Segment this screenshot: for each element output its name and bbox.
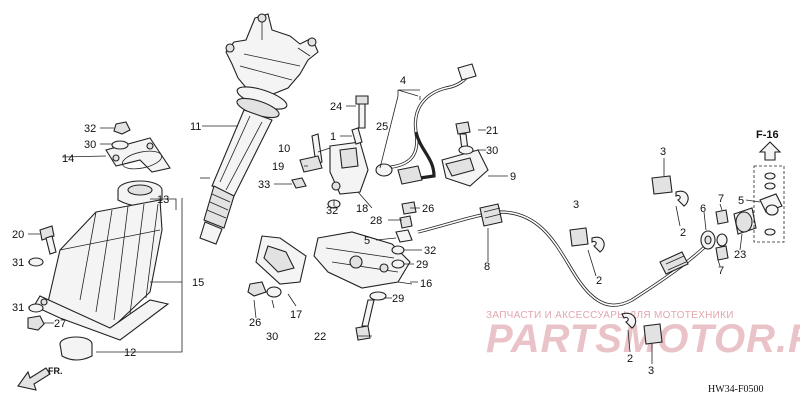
watermark: ЗАПЧАСТИ И АКСЕССУАРЫ ДЛЯ МОТОТЕХНИКИ PA… [486, 310, 800, 361]
leader-lines [28, 89, 761, 364]
callout-2-upper: 2 [680, 227, 686, 239]
callout-7-upper: 7 [718, 193, 724, 205]
callout-11: 11 [190, 121, 201, 133]
callout-32-switch: 32 [424, 245, 436, 257]
callout-10: 10 [278, 143, 290, 155]
callout-1: 1 [330, 131, 336, 143]
callout-17: 17 [290, 309, 302, 321]
callout-28: 28 [370, 215, 382, 227]
callout-25: 25 [376, 121, 388, 133]
callout-30-lower: 30 [266, 331, 278, 343]
callout-20: 20 [12, 229, 24, 241]
callout-21: 21 [486, 125, 498, 137]
bracket-cluster-drawing [247, 95, 417, 341]
callout-26-upper: 26 [422, 203, 434, 215]
cable-drawing [417, 203, 714, 307]
callout-14: 14 [62, 153, 74, 165]
figure-reference: F-16 [756, 129, 779, 141]
callout-5-right: 5 [738, 195, 744, 207]
callout-3-mid: 3 [573, 199, 579, 211]
callout-30-sensor: 30 [486, 145, 498, 157]
callout-30: 30 [84, 139, 96, 151]
watermark-caption: ЗАПЧАСТИ И АКСЕССУАРЫ ДЛЯ МОТОТЕХНИКИ [486, 310, 734, 321]
callout-2-lower: 2 [627, 353, 633, 365]
callout-27: 27 [54, 318, 66, 330]
callout-3-upper: 3 [660, 146, 666, 158]
callout-32-bracket: 32 [326, 205, 338, 217]
callout-32: 32 [84, 123, 96, 135]
callout-29-lower: 29 [392, 293, 404, 305]
callout-9: 9 [510, 171, 516, 183]
diagram-code: HW34-F0500 [708, 384, 764, 395]
callout-12: 12 [124, 347, 136, 359]
right-hardware-drawing [700, 141, 785, 261]
callout-7-lower: 7 [718, 265, 724, 277]
callout-31-upper: 31 [12, 257, 24, 269]
callout-8: 8 [484, 261, 490, 273]
callout-22: 22 [314, 331, 326, 343]
callout-18: 18 [356, 203, 368, 215]
callout-13: 13 [157, 194, 169, 206]
callout-5-left: 5 [364, 235, 370, 247]
callout-2-mid: 2 [596, 275, 602, 287]
callout-6: 6 [700, 203, 706, 215]
callout-29-upper: 29 [416, 259, 428, 271]
callout-31-lower: 31 [12, 302, 24, 314]
steering-stem-drawing [199, 13, 319, 245]
callout-19: 19 [272, 161, 284, 173]
callout-15: 15 [192, 277, 204, 289]
callout-3-lower: 3 [648, 365, 654, 377]
callout-4: 4 [400, 75, 406, 87]
front-arrow: FR. [17, 366, 63, 391]
callout-33: 33 [258, 179, 270, 191]
callout-23: 23 [734, 249, 746, 261]
callouts: 11 32 30 14 13 15 12 20 31 31 27 24 1 10… [12, 75, 746, 377]
clamps-drawing [569, 175, 689, 345]
callout-24: 24 [330, 101, 342, 113]
sensor-drawing [375, 63, 489, 187]
watermark-brand: PARTSMOTOR.RU [486, 317, 800, 361]
left-fasteners-drawing [27, 121, 131, 331]
callout-26-lower: 26 [249, 317, 261, 329]
callout-16: 16 [420, 278, 432, 290]
front-label: FR. [48, 366, 63, 376]
